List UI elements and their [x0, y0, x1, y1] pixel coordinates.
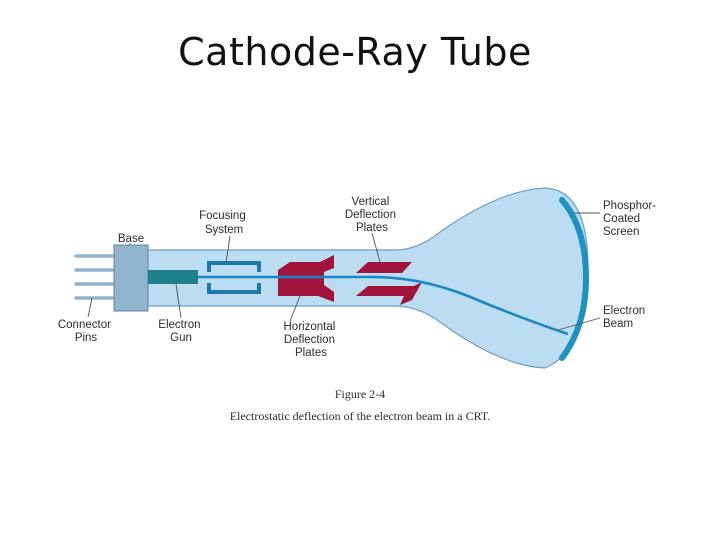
leader-horizontal	[289, 295, 301, 322]
focusing-system-upper	[207, 261, 261, 272]
leader-focusing	[225, 235, 231, 264]
leader-beam	[557, 317, 601, 331]
electron-gun	[148, 270, 198, 284]
leader-vertical	[371, 232, 381, 263]
vertical-deflection-plate-upper	[356, 262, 412, 273]
label-connector-pins: Connector Pins	[58, 319, 114, 344]
tube-base	[113, 244, 149, 312]
label-vertical-deflection-plates: Vertical Deflection Plates	[345, 196, 399, 234]
label-electron-gun: Electron Gun	[158, 319, 203, 344]
slide-title: Cathode-Ray Tube	[178, 30, 532, 74]
connector-pins	[74, 254, 116, 300]
leader-gun	[175, 283, 182, 319]
label-base: Base	[118, 233, 144, 245]
label-focusing-system: Focusing System	[199, 210, 249, 236]
horizontal-deflection-plates	[278, 255, 334, 302]
phosphor-screen	[559, 197, 590, 361]
label-electron-beam: Electron Beam	[603, 305, 648, 330]
label-horizontal-deflection-plates: Horizontal Deflection Plates	[284, 321, 339, 359]
label-phosphor-screen: Phosphor- Coated Screen	[603, 200, 659, 238]
electron-beam	[198, 275, 569, 336]
figure-number: Figure 2-4	[335, 387, 385, 401]
figure-caption: Electrostatic deflection of the electron…	[230, 409, 491, 423]
focusing-system-lower	[207, 283, 261, 294]
leader-connector	[87, 297, 93, 318]
vertical-deflection-plate-lower	[356, 282, 422, 305]
